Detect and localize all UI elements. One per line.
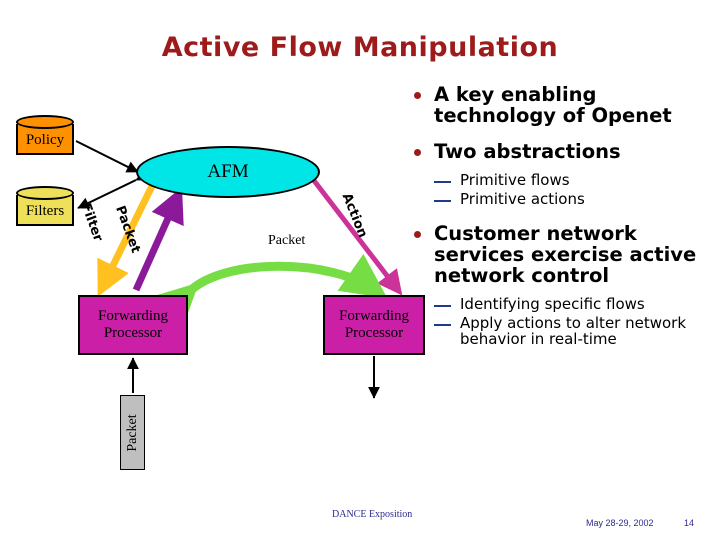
bullet-list: A key enabling technology of Openet Two …	[408, 84, 720, 350]
policy-datastore[interactable]: Policy	[16, 115, 74, 155]
fp-right-line2: Processor	[344, 325, 404, 341]
filters-cylinder-cap	[16, 186, 74, 200]
filters-label: Filters	[25, 203, 65, 219]
fp-left-line1: Forwarding	[98, 307, 168, 324]
bullet-item-1: Two abstractions	[408, 141, 720, 162]
afm-label: AFM	[207, 161, 249, 182]
afm-diagram: Policy Filters AFM Forwarding Processor …	[16, 115, 425, 470]
forwarding-processor-left[interactable]: Forwarding Processor	[78, 295, 188, 355]
arrow-packet-up	[132, 187, 184, 292]
packet-band: Packet	[120, 395, 145, 470]
forwarding-processor-right[interactable]: Forwarding Processor	[323, 295, 425, 355]
arrow-packet-flow	[150, 253, 388, 330]
bullet-item-5: Identifying specific flows	[408, 296, 720, 313]
fp-left-line2: Processor	[103, 325, 163, 341]
filters-datastore[interactable]: Filters	[16, 186, 74, 226]
bullet-item-6: Apply actions to alter network behavior …	[408, 314, 720, 349]
footer-page-number: 14	[684, 518, 695, 528]
arrow-filter-down	[97, 184, 156, 297]
packet-flow-label: Packet	[268, 233, 306, 248]
policy-label: Policy	[25, 132, 65, 148]
fp-right-line1: Forwarding	[339, 307, 409, 324]
footer-conference: DANCE Exposition	[332, 509, 413, 520]
bullet-item-0: A key enabling technology of Openet	[408, 84, 720, 126]
bullet-item-4: Customer network services exercise activ…	[408, 223, 720, 286]
arrow-policy-to-afm	[75, 140, 139, 173]
diagram-arrow-layer	[75, 140, 403, 399]
afm-node[interactable]: AFM	[136, 146, 320, 198]
bullet-item-2: Primitive flows	[408, 172, 720, 189]
policy-cylinder-cap	[16, 115, 74, 129]
packet-band-label: Packet	[124, 413, 140, 452]
page-title: Active Flow Manipulation	[161, 32, 559, 63]
footer-date: May 28-29, 2002	[586, 518, 654, 528]
bullet-item-3: Primitive actions	[408, 191, 720, 208]
arrow-afm-filters	[77, 169, 149, 209]
